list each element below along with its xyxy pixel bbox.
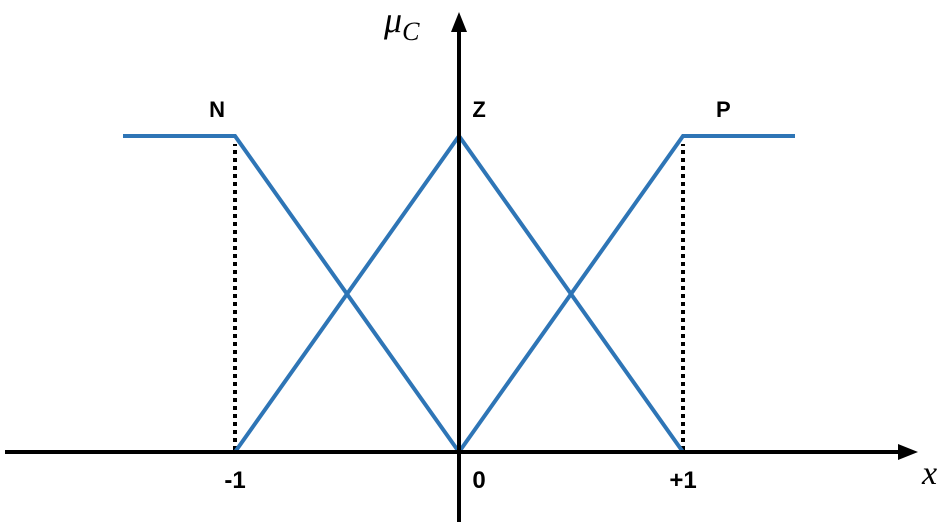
x-tick-labels: -1 0 +1: [224, 467, 696, 494]
series-line-n: [123, 134, 461, 454]
series-label-n: N: [209, 97, 225, 122]
x-tick-label: -1: [224, 467, 245, 494]
series-label-z: Z: [472, 97, 485, 122]
y-axis-title: μC: [383, 0, 420, 46]
y-axis-arrowhead: [451, 12, 467, 32]
guide-lines: [233, 144, 685, 450]
series-label-p: P: [716, 97, 731, 122]
x-tick-label: +1: [669, 467, 696, 494]
x-tick-label: 0: [472, 467, 485, 494]
x-axis-arrowhead: [898, 444, 918, 460]
series-line-p: [457, 134, 795, 454]
y-axis-title-main: μ: [383, 0, 402, 40]
y-axis-title-subscript: C: [402, 17, 420, 46]
x-axis-title: x: [921, 455, 937, 492]
